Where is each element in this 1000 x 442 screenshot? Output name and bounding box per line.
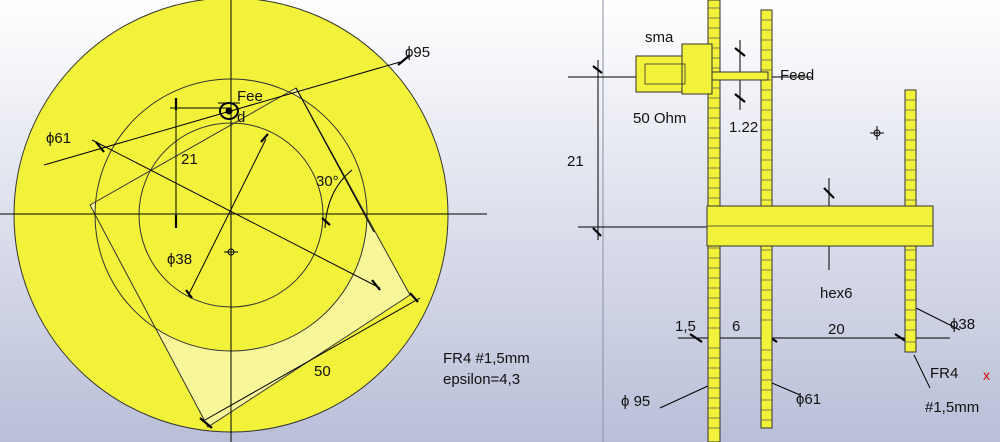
angle-arrow bbox=[321, 217, 331, 226]
front-view: ϕ95 ϕ61 ϕ38 Fee d 21 30° 50 FR4 #1,5mm e… bbox=[0, 0, 530, 442]
label-sma: sma bbox=[645, 29, 674, 46]
dim21-arrow-bottom bbox=[592, 227, 602, 237]
label-dim21: 21 bbox=[567, 153, 584, 170]
label-d95: ϕ 95 bbox=[621, 393, 650, 410]
label-dim21: 21 bbox=[181, 151, 198, 168]
label-dim50: 50 bbox=[314, 363, 331, 380]
label-angle30: 30° bbox=[316, 173, 339, 190]
center-mark-icon bbox=[224, 244, 238, 260]
sma-connector-icon bbox=[635, 43, 769, 95]
label-dim15: 1,5 bbox=[675, 318, 696, 335]
side-view: sma Feed 50 Ohm 1.22 21 hex6 1,5 6 20 ϕ3… bbox=[567, 0, 990, 442]
plate-hatching bbox=[708, 7, 916, 429]
label-d38: ϕ38 bbox=[950, 316, 975, 333]
dim50-arrow-b bbox=[409, 292, 419, 303]
label-ohm: 50 Ohm bbox=[633, 110, 686, 127]
dim122-arrow-b bbox=[734, 93, 746, 103]
fr4-leader bbox=[913, 354, 931, 389]
d95-leader bbox=[43, 61, 401, 166]
label-d95: ϕ95 bbox=[405, 44, 430, 61]
d38-arrow-bottom bbox=[185, 289, 193, 299]
d95-arrow bbox=[397, 54, 411, 66]
label-material: FR4 #1,5mm bbox=[443, 350, 530, 367]
d38-arrow-top bbox=[260, 133, 269, 143]
angle-ref-line bbox=[295, 87, 375, 233]
label-d61: ϕ61 bbox=[796, 391, 821, 408]
hexagon-outline bbox=[89, 87, 411, 428]
d95-leader bbox=[659, 384, 711, 409]
label-dim20: 20 bbox=[828, 321, 845, 338]
d61-arrow-right bbox=[371, 279, 381, 291]
dim15-arrow bbox=[689, 333, 703, 343]
label-epsilon: epsilon=4,3 bbox=[443, 371, 520, 388]
d38-line bbox=[187, 138, 267, 297]
label-feed: Feed bbox=[780, 67, 814, 84]
label-d61: ϕ61 bbox=[46, 130, 71, 147]
label-thickness: #1,5mm bbox=[925, 399, 979, 416]
d61-line bbox=[91, 139, 381, 289]
feed-dot bbox=[225, 107, 233, 115]
dim50-arrow-a bbox=[199, 417, 213, 429]
label-dim6: 6 bbox=[732, 318, 740, 335]
center-mark-icon bbox=[870, 126, 884, 140]
d61-arrow-left bbox=[95, 141, 105, 153]
label-dim122: 1.22 bbox=[729, 119, 758, 136]
label-feed: Fee bbox=[237, 88, 263, 105]
label-fr4: FR4 bbox=[930, 365, 958, 382]
hex6-arrow bbox=[823, 187, 835, 199]
label-feed-d: d bbox=[237, 109, 245, 126]
dim122-arrow bbox=[734, 47, 746, 57]
dim21-arrow-top bbox=[592, 65, 603, 74]
x-marker-icon[interactable]: x bbox=[983, 367, 990, 383]
label-hex6: hex6 bbox=[820, 285, 853, 302]
dim50-line bbox=[204, 297, 421, 421]
d38-leader bbox=[909, 304, 961, 331]
label-d38: ϕ38 bbox=[167, 251, 192, 268]
